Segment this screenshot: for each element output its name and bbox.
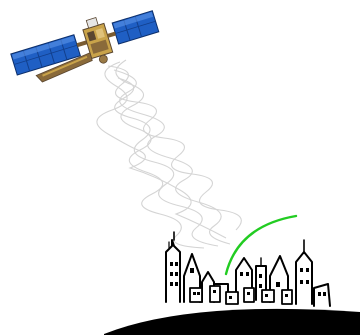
building-far-right (314, 284, 330, 306)
building-left-tower (166, 240, 180, 302)
building-right-tower (296, 252, 312, 304)
